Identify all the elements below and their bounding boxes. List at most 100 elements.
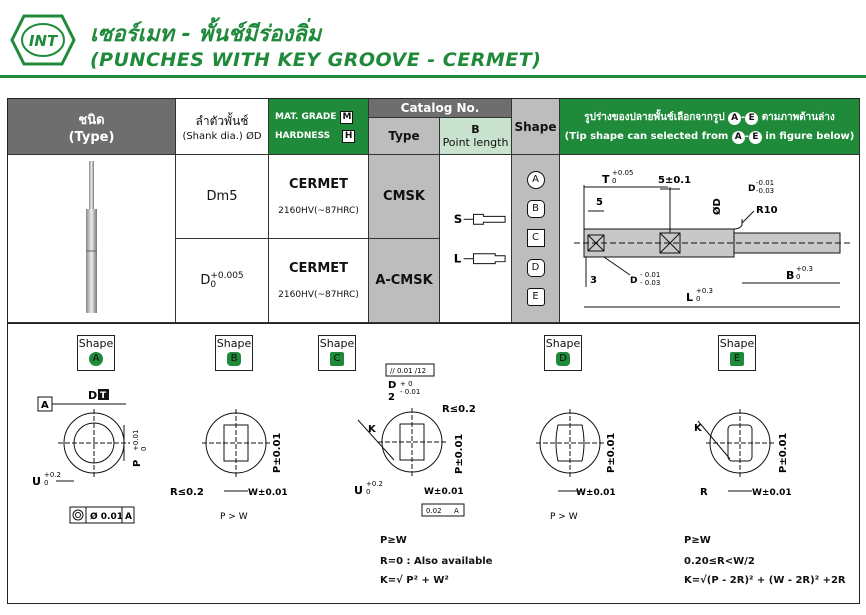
dim-t: T — [602, 173, 610, 186]
fig-e-k: K — [694, 423, 703, 434]
shape-badge-e: E — [730, 352, 744, 366]
note-c-1: P≥W — [380, 535, 407, 546]
point-length-cell: S L — [440, 155, 512, 323]
dim-od: ØD — [711, 198, 723, 215]
shape-options-cell: A B C D E — [512, 155, 560, 323]
col-header-type-en: (Type) — [68, 129, 115, 145]
fig-e-r: R — [700, 487, 708, 498]
dim-d-top: D — [748, 184, 755, 194]
hardness-label: HARDNESS — [275, 130, 331, 141]
tip-th-post: ตามภาพด้านล่าง — [761, 111, 835, 123]
dim-d-top-tol2: -0.03 — [756, 187, 774, 195]
punch-dimension-drawing: T +0.05 0 5±0.1 5 ØD D -0.01 -0.03 R10 3… — [574, 169, 850, 307]
col-point-length-label: Point length — [442, 136, 509, 149]
dim-b-tol-lower: 0 — [796, 273, 800, 281]
shape-badge-c: C — [330, 352, 344, 366]
shape-option-e: E — [526, 288, 545, 307]
col-header-tip-shape: รูปร่างของปลายพั้นช์เลือกจากรูป A-E ตามภ… — [560, 99, 860, 155]
dim-d-bot-tol1: - 0.01 — [640, 271, 660, 279]
fig-c-u-tol1: +0.2 — [366, 480, 383, 488]
material-grade-1: CERMET — [288, 177, 349, 192]
note-e-2: 0.20≤R<W/2 — [684, 556, 755, 567]
col-header-shank-th: ลำตัวพั้นช์ — [195, 113, 249, 128]
fig-c-u: U — [354, 484, 363, 497]
fig-e-w: W±0.01 — [752, 488, 792, 498]
fig-c-d-tol2: - 0.01 — [400, 388, 420, 396]
col-header-shank-en: (Shank dia.) ØD — [182, 130, 262, 142]
figure-shape-b: P±0.01 R≤0.2 W±0.01 P > W — [170, 409, 288, 522]
fig-c-k: K — [368, 424, 377, 435]
fig-b-condition: P > W — [220, 512, 248, 522]
shape-option-a: A — [526, 170, 545, 189]
tip-en-pre: (Tip shape can selected from — [564, 130, 729, 142]
fig-b-p: P±0.01 — [272, 433, 283, 473]
fig-a-t-box: T — [100, 391, 107, 401]
dim-b: B — [786, 269, 794, 282]
shank-tol-lower: 0 — [210, 279, 217, 290]
col-header-type: ชนิด (Type) — [8, 99, 176, 155]
fig-c-sym-ref: A — [454, 507, 459, 515]
col-b-label: B — [471, 123, 480, 136]
fig-c-u-tol2: 0 — [366, 488, 370, 496]
col-header-shank: ลำตัวพั้นช์ (Shank dia.) ØD — [176, 99, 269, 155]
shank-dm5: Dm5 — [176, 155, 269, 239]
shape-badge-d: D — [556, 352, 570, 366]
hardness-1: 2160HV(~87HRC) — [278, 206, 359, 216]
fig-a-u-tol1: +0.2 — [44, 471, 61, 479]
punch-image-cell — [8, 155, 176, 323]
material-grade-2: CERMET — [288, 261, 349, 276]
col-header-shape: Shape — [512, 99, 560, 155]
fig-c-d-tol1: + 0 — [400, 380, 413, 388]
dim-d-top-tol1: -0.01 — [756, 179, 774, 187]
header-divider — [0, 75, 866, 78]
figure-shape-c: // 0.01 /12 D 2 + 0 - 0.01 R≤0.2 K P±0.0… — [354, 363, 476, 517]
shape-option-c: C — [526, 229, 545, 248]
fig-c-w: W±0.01 — [424, 487, 464, 497]
fig-a-p-tol2: 0 — [140, 447, 148, 451]
note-e-1: P≥W — [684, 535, 711, 546]
dim-three: 3 — [590, 275, 597, 286]
fig-b-r: R≤0.2 — [170, 487, 204, 498]
catalog-type-cmsk: CMSK — [369, 155, 440, 239]
dim-t-tol-lower: 0 — [612, 177, 616, 185]
fig-a-datum: A — [41, 400, 49, 411]
material-row-1: CERMET 2160HV(~87HRC) — [269, 155, 369, 239]
shape-label-c-name: Shape — [319, 337, 355, 350]
dim-five: 5 — [596, 197, 603, 208]
dim-l-tol-upper: +0.3 — [696, 287, 713, 295]
col-header-type-th: ชนิด — [78, 112, 105, 128]
dim-d-bot-tol2: - 0.03 — [640, 279, 660, 287]
shank-d-label: D — [200, 273, 211, 288]
shank-tol-upper: +0.005 — [210, 270, 244, 281]
figure-shape-a: A D T P +0.01 0 U +0.2 0 Ø 0.01 A — [32, 389, 148, 524]
note-e-3: K=√(P - 2R)² + (W - 2R)² +2R — [684, 575, 846, 586]
shape-option-d: D — [526, 258, 545, 277]
dim-l-tol-lower: 0 — [696, 295, 700, 303]
col-header-catalog: Catalog No. — [369, 99, 512, 118]
fig-a-conc-ref: A — [125, 512, 132, 522]
point-s-label: S — [454, 212, 463, 226]
mat-grade-box: M — [340, 110, 354, 124]
fig-a-u: U — [32, 475, 41, 488]
shape-label-e-name: Shape — [719, 337, 755, 350]
fig-d-w: W±0.01 — [576, 488, 616, 498]
fig-c-r: R≤0.2 — [442, 404, 476, 415]
page-header: INT เซอร์เมท - พั้นช์มีร่องลิ่ม (PUNCHES… — [0, 0, 866, 78]
fig-a-p: P — [132, 460, 143, 467]
fig-a-concentricity: Ø 0.01 — [90, 511, 123, 522]
int-logo-icon: INT — [10, 14, 76, 66]
spec-table: ชนิด (Type) ลำตัวพั้นช์ (Shank dia.) ØD … — [7, 98, 860, 324]
note-c-2: R=0 : Also available — [380, 556, 493, 567]
point-l-label: L — [454, 251, 462, 265]
dim-five-tol: 5±0.1 — [658, 175, 691, 186]
punch-drawing-cell: T +0.05 0 5±0.1 5 ØD D -0.01 -0.03 R10 3… — [560, 155, 860, 323]
shape-label-b-name: Shape — [216, 337, 252, 350]
fig-a-p-tol1: +0.01 — [132, 430, 140, 451]
dim-t-tol-upper: +0.05 — [612, 169, 633, 177]
page-title-thai: เซอร์เมท - พั้นช์มีร่องลิ่ม — [90, 22, 322, 47]
